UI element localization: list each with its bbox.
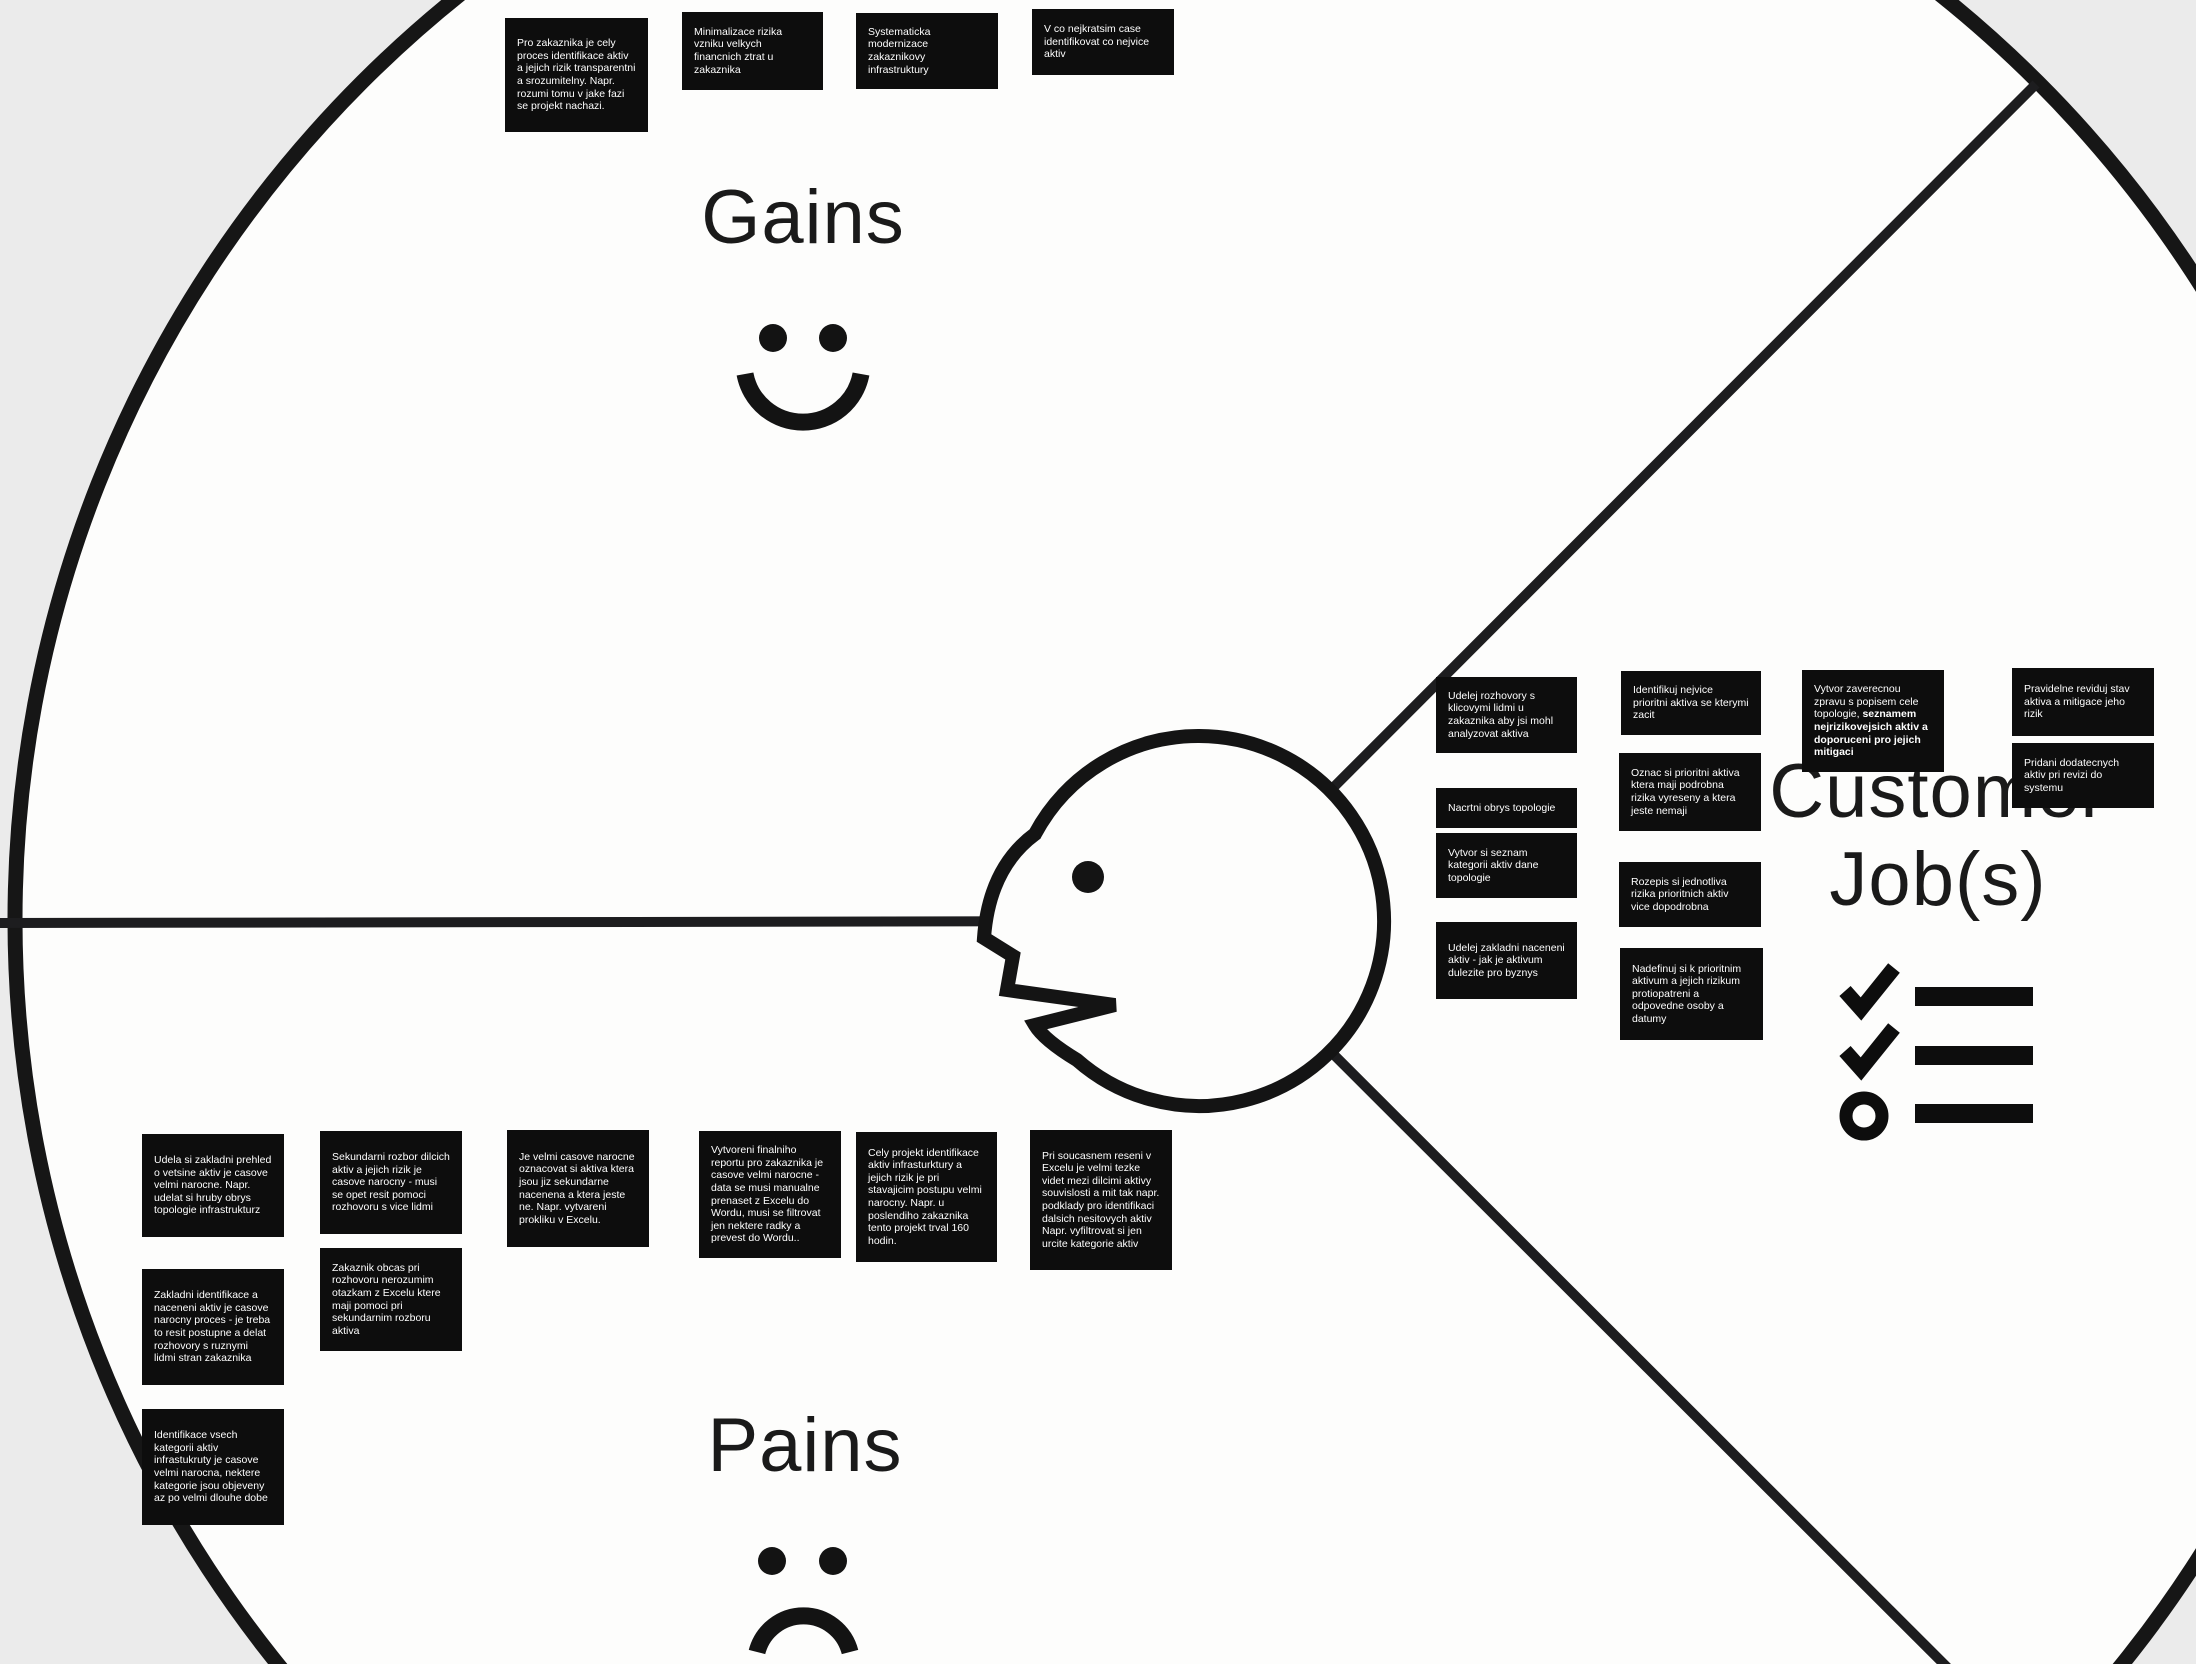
- sticky-note-pain[interactable]: Je velmi casove narocne oznacovat si akt…: [507, 1130, 649, 1247]
- divider-down-right-line: [1196, 917, 1951, 1664]
- sticky-note-pain[interactable]: Udela si zakladni prehled o vetsine akti…: [142, 1134, 284, 1237]
- sticky-note-job[interactable]: Vytvor zaverecnou zpravu s popisem cele …: [1802, 670, 1944, 772]
- sticky-note-pain[interactable]: Vytvoreni finalniho reportu pro zakaznik…: [699, 1131, 841, 1258]
- sticky-note-job[interactable]: Rozepis si jednotliva rizika prioritnich…: [1619, 862, 1761, 927]
- sticky-note-job[interactable]: Udelej rozhovory s klicovymi lidmi u zak…: [1436, 677, 1577, 753]
- sticky-note-pain[interactable]: Cely projekt identifikace aktiv infrastu…: [856, 1132, 997, 1262]
- divider-up-right-line: [1196, 80, 2040, 925]
- sticky-note-job[interactable]: Udelej zakladni naceneni aktiv - jak je …: [1436, 922, 1577, 999]
- sticky-note-pain[interactable]: Zakladni identifikace a naceneni aktiv j…: [142, 1269, 284, 1385]
- sticky-note-pain[interactable]: Sekundarni rozbor dilcich aktiv a jejich…: [320, 1131, 462, 1234]
- head-outline: [976, 728, 1392, 1113]
- customer-jobs-title-line2: Job(s): [1829, 837, 2047, 922]
- sticky-note-pain[interactable]: Identifikace vsech kategorii aktiv infra…: [142, 1409, 284, 1525]
- pains-title: Pains: [707, 1403, 903, 1488]
- smiley-face-icon: [736, 324, 870, 431]
- sticky-note-job[interactable]: Oznac si prioritni aktiva ktera maji pod…: [1619, 753, 1761, 831]
- customer-head-icon: [976, 728, 1392, 1113]
- sticky-note-gain[interactable]: Pro zakaznika je cely proces identifikac…: [505, 18, 648, 132]
- sticky-note-job[interactable]: Nadefinuj si k prioritnim aktivum a jeji…: [1620, 948, 1763, 1040]
- sticky-note-job[interactable]: Nacrtni obrys topologie: [1436, 788, 1577, 828]
- sticky-note-pain[interactable]: Pri soucasnem reseni v Excelu je velmi t…: [1030, 1130, 1172, 1270]
- check-mark-icon: [1839, 1023, 1900, 1081]
- checklist-icon: [1839, 963, 2033, 1141]
- gains-title: Gains: [701, 175, 905, 260]
- sticky-note-job[interactable]: Pridani dodatecnych aktiv pri revizi do …: [2012, 743, 2154, 808]
- sticky-note-job[interactable]: Pravidelne reviduj stav aktiva a mitigac…: [2012, 668, 2154, 736]
- sad-face-icon: [748, 1547, 859, 1655]
- sticky-note-gain[interactable]: Minimalizace rizika vzniku velkych finan…: [682, 12, 823, 90]
- sticky-note-gain[interactable]: Systematicka modernizace zakaznikovy inf…: [856, 13, 998, 89]
- sticky-note-gain[interactable]: V co nejkratsim case identifikovat co ne…: [1032, 9, 1174, 75]
- sticky-note-job[interactable]: Identifikuj nejvice prioritni aktiva se …: [1621, 671, 1761, 735]
- head-eye: [1072, 861, 1104, 893]
- bullet-circle-icon: [1839, 1091, 1889, 1141]
- check-mark-icon: [1839, 963, 1900, 1021]
- sticky-note-job[interactable]: Vytvor si seznam kategorii aktiv dane to…: [1436, 833, 1577, 898]
- sticky-note-pain[interactable]: Zakaznik obcas pri rozhovoru nerozumim o…: [320, 1248, 462, 1351]
